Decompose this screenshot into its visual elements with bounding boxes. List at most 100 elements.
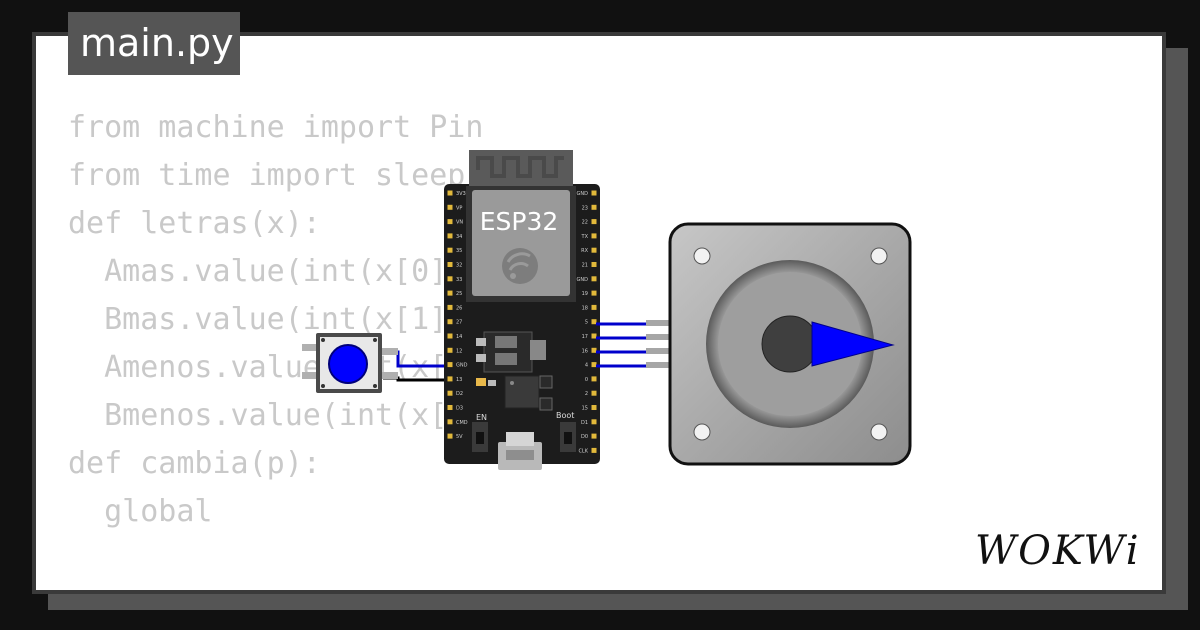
- button-leg: [378, 372, 398, 379]
- pin-left-5V[interactable]: [447, 433, 453, 439]
- pin-left-34[interactable]: [447, 233, 453, 239]
- pin-label-left: D2: [456, 391, 463, 397]
- button-leg: [302, 344, 318, 351]
- pin-label-left: 25: [456, 291, 462, 297]
- code-line: Bmas.value(int(x[1])): [68, 302, 484, 337]
- pin-right-D1[interactable]: [591, 419, 597, 425]
- mount-hole: [870, 247, 888, 265]
- pin-label-right: D0: [581, 434, 588, 440]
- pin-label-left: 35: [456, 248, 462, 254]
- pin-label-right: 18: [582, 305, 588, 311]
- pin-right-15[interactable]: [591, 405, 597, 410]
- pin-left-12[interactable]: [447, 347, 453, 353]
- pin-left-32[interactable]: [447, 262, 453, 267]
- mount-hole: [693, 247, 711, 265]
- pushbutton[interactable]: [302, 333, 398, 393]
- pin-right-GND[interactable]: [591, 276, 597, 282]
- pin-label-right: 21: [582, 263, 588, 269]
- code-line: def cambia(p):: [68, 446, 321, 481]
- pin-label-left: 13: [456, 377, 462, 383]
- pin-label-right: 2: [585, 391, 588, 397]
- pin-label-right: CLK: [578, 448, 588, 454]
- pin-right-5[interactable]: [591, 319, 597, 325]
- pin-label-right: 16: [582, 348, 588, 354]
- pin-label-left: GND: [456, 363, 468, 369]
- pin-right-17[interactable]: [591, 333, 597, 339]
- pin-label-left: CMD: [456, 420, 468, 426]
- pin-left-VN[interactable]: [447, 219, 453, 225]
- pin-label-left: 5V: [456, 434, 463, 440]
- pin-left-14[interactable]: [447, 333, 453, 339]
- button-leg: [302, 372, 318, 379]
- pin-label-right: 0: [585, 377, 588, 383]
- pin-label-right: TX: [581, 234, 589, 240]
- pin-right-16[interactable]: [591, 347, 597, 353]
- pin-label-left: 34: [456, 234, 462, 240]
- pin-left-VP[interactable]: [447, 204, 453, 210]
- pin-left-35[interactable]: [447, 247, 453, 253]
- board-label: ESP32: [480, 207, 559, 236]
- regulator-chip: [495, 353, 517, 365]
- pin-left-26[interactable]: [447, 304, 453, 310]
- pin-right-2[interactable]: [591, 390, 597, 396]
- pin-left-13[interactable]: [447, 376, 453, 382]
- pin-label-right: 23: [582, 205, 588, 211]
- pin-label-right: RX: [581, 248, 588, 254]
- pin-left-CMD[interactable]: [447, 419, 453, 425]
- pin-right-CLK[interactable]: [591, 447, 597, 453]
- stepper-wires: [596, 320, 672, 368]
- stepper-lead: [646, 334, 672, 340]
- pin-right-D0[interactable]: [591, 433, 597, 439]
- pin-left-33[interactable]: [447, 276, 453, 282]
- pin-label-right: 5: [585, 320, 588, 326]
- wokwi-logo: WOKWi: [975, 528, 1141, 574]
- pin-label-left: 33: [456, 277, 462, 283]
- pin-label-left: 32: [456, 263, 462, 269]
- pin-label-right: D1: [581, 420, 588, 426]
- pin-right-23[interactable]: [591, 204, 597, 210]
- pin-left-D3[interactable]: [447, 405, 453, 410]
- pin-label-right: GND: [577, 191, 589, 197]
- pin-label-right: 4: [585, 363, 588, 369]
- button-leg: [378, 348, 398, 355]
- pin-left-GND[interactable]: [447, 362, 453, 368]
- code-line: from time import sleep: [68, 158, 466, 193]
- pin-label-right: 22: [582, 220, 588, 226]
- antenna-trace: [476, 156, 564, 178]
- pin-right-18[interactable]: [591, 304, 597, 310]
- pin-left-27[interactable]: [447, 319, 453, 325]
- pin-right-0[interactable]: [591, 376, 597, 382]
- pin-left-D2[interactable]: [447, 390, 453, 396]
- left-pin-header: [447, 190, 453, 439]
- regulator-chip: [495, 336, 517, 348]
- mount-hole: [870, 423, 888, 441]
- pin-right-GND[interactable]: [591, 190, 597, 196]
- en-label: EN: [476, 413, 487, 422]
- module-shield: [472, 190, 570, 296]
- pin-left-25[interactable]: [447, 290, 453, 296]
- stepper-lead: [646, 348, 672, 354]
- pin-right-19[interactable]: [591, 290, 597, 296]
- mount-hole: [693, 423, 711, 441]
- pin-left-3V3[interactable]: [447, 190, 453, 196]
- component-block: [530, 340, 546, 360]
- pin-label-right: GND: [577, 277, 589, 283]
- pin-label-left: 12: [456, 348, 462, 354]
- pin-right-4[interactable]: [591, 362, 597, 368]
- usb-receptacle: [506, 432, 534, 446]
- usb-uart-chip: [504, 375, 540, 409]
- code-line: global: [68, 494, 213, 529]
- pin-right-22[interactable]: [591, 219, 597, 225]
- file-tab[interactable]: main.py: [68, 12, 240, 75]
- pin-right-RX[interactable]: [591, 247, 597, 253]
- code-line: def letras(x):: [68, 206, 321, 241]
- pin-right-21[interactable]: [591, 262, 597, 267]
- pin-right-TX[interactable]: [591, 233, 597, 239]
- pin-label-left: 3V3: [456, 191, 466, 197]
- button-cap[interactable]: [328, 344, 368, 384]
- brand-name: WOKWi: [975, 528, 1141, 574]
